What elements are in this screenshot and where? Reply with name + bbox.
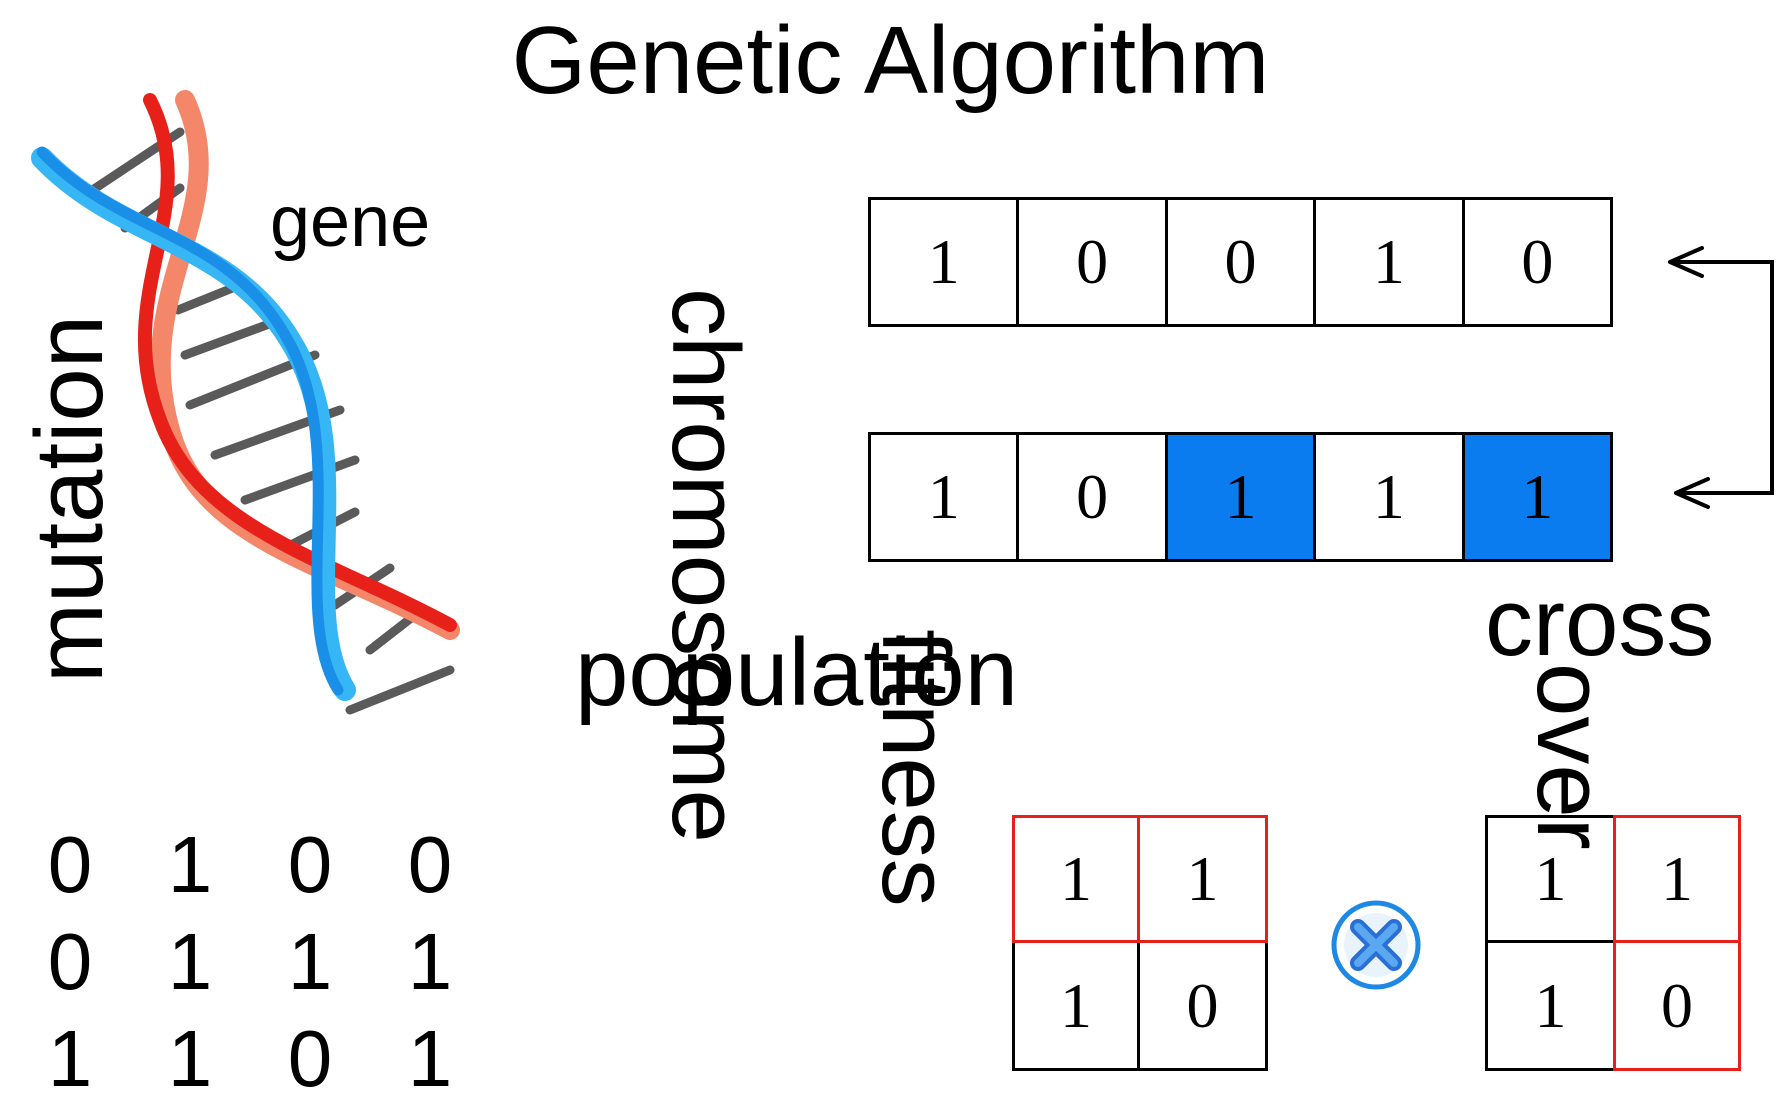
gene-cell: 0	[1521, 226, 1554, 297]
chromosome-strip-bottom: 1 0 1 1 1	[868, 432, 1613, 562]
grid-cell: 1	[1140, 815, 1268, 943]
gene-cell-mutated: 1	[1464, 435, 1611, 559]
grid-cell: 1	[1485, 815, 1613, 943]
grid-cell: 1	[1485, 943, 1613, 1071]
double-arrow-icon	[1668, 246, 1774, 509]
gene-cell: 1	[1316, 200, 1465, 324]
matrix-cell: 1	[167, 820, 213, 909]
gene-cell: 1	[871, 435, 1020, 559]
grid-cell: 1	[1012, 815, 1140, 943]
matrix-row: 0 1 1 1	[10, 922, 490, 1019]
gene-cell: 1	[1316, 435, 1465, 559]
cross-label: cross	[1485, 569, 1715, 676]
chromosome-strip-top: 1 0 0 1 0	[868, 197, 1613, 327]
matrix-row: 0 1 0 0	[10, 825, 490, 922]
matrix-cell: 1	[407, 917, 453, 1006]
dna-helix-icon	[31, 90, 460, 715]
grid-cell: 0	[1140, 943, 1268, 1071]
matrix-cell: 0	[287, 1014, 333, 1103]
matrix-cell: 0	[47, 917, 93, 1006]
cross-operator-icon	[1331, 900, 1421, 990]
matrix-cell: 1	[407, 1014, 453, 1103]
matrix-cell: 1	[167, 917, 213, 1006]
matrix-cell: 1	[287, 917, 333, 1006]
gene-cell: 0	[1019, 435, 1168, 559]
over-label: over	[1517, 663, 1624, 850]
parent-grid-left: 1 1 1 0	[1012, 815, 1268, 1071]
fitness-label: fitness	[862, 629, 969, 907]
diagram-title: Genetic Algorithm	[511, 7, 1270, 114]
gene-cell: 1	[871, 200, 1020, 324]
grid-cell: 0	[1613, 943, 1741, 1071]
matrix-cell: 1	[167, 1014, 213, 1103]
population-label: population	[575, 619, 1019, 726]
mutation-label: mutation	[16, 314, 123, 683]
matrix-cell: 0	[407, 820, 453, 909]
gene-cell: 0	[1168, 200, 1317, 324]
gene-cell-mutated: 1	[1167, 435, 1317, 559]
matrix-row: 1 1 0 1	[10, 1019, 490, 1116]
gene-cell: 0	[1019, 200, 1168, 324]
binary-matrix: 0 1 0 0 0 1 1 1 1 1 0 1	[10, 825, 490, 1116]
grid-cell: 1	[1012, 943, 1140, 1071]
gene-label: gene	[270, 182, 431, 262]
grid-cell: 1	[1613, 815, 1741, 943]
parent-grid-right: 1 1 1 0	[1485, 815, 1741, 1071]
matrix-cell: 0	[287, 820, 333, 909]
matrix-cell: 0	[47, 820, 93, 909]
matrix-cell: 1	[47, 1014, 93, 1103]
